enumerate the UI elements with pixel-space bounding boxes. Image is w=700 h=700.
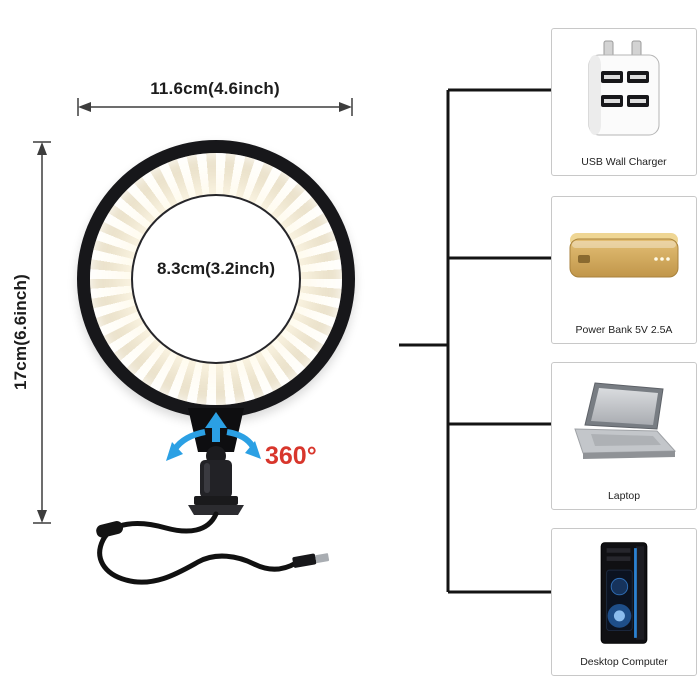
height-dimension-arrow [33, 141, 51, 524]
usb-wall-charger-icon [588, 40, 660, 136]
desktop-computer-icon [600, 542, 648, 644]
accessory-card-usb-wall-charger: USB Wall Charger [551, 28, 697, 176]
width-dimension-label: 11.6cm(4.6inch) [150, 79, 280, 98]
usb-connector [292, 553, 330, 568]
height-dimension-label: 17cm(6.6inch) [11, 274, 30, 390]
inner-diameter-label: 8.3cm(3.2inch) [156, 259, 276, 278]
accessory-card-laptop: Laptop [551, 362, 697, 510]
ball-head-mount [188, 408, 244, 515]
accessory-card-desktop-computer: Desktop Computer [551, 528, 697, 676]
laptop-icon [574, 382, 677, 459]
inline-cable-switch [96, 521, 124, 538]
rotation-arrows [166, 412, 261, 461]
power-bank-icon [569, 233, 679, 278]
accessory-label: Power Bank 5V 2.5A [575, 324, 673, 336]
accessory-label: Desktop Computer [580, 656, 668, 668]
ring-inner-hole [131, 194, 301, 364]
accessory-card-power-bank: Power Bank 5V 2.5A [551, 196, 697, 344]
power-cable [96, 511, 299, 585]
rotation-360-label: 360° [265, 442, 317, 470]
accessory-label: Laptop [607, 490, 641, 502]
ring-light: 8.3cm(3.2inch) [77, 140, 355, 418]
accessory-label: USB Wall Charger [581, 156, 667, 168]
connection-lines [399, 88, 552, 594]
width-dimension-arrow [77, 98, 353, 116]
